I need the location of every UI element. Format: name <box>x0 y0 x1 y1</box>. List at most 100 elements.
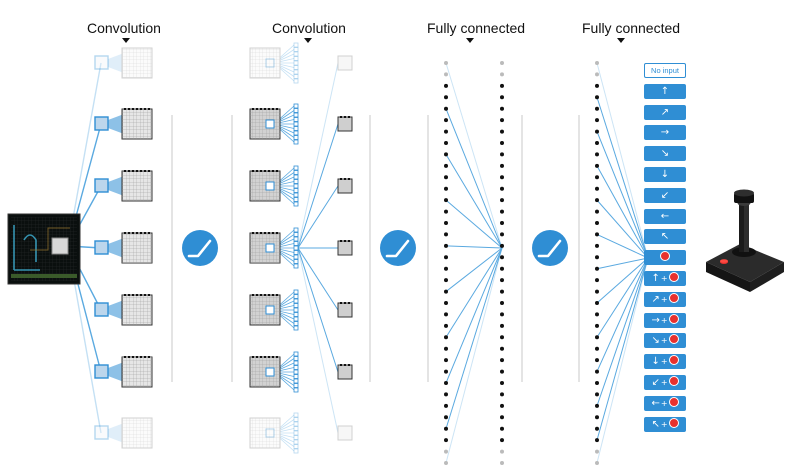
header-convolution-1-arrow-icon <box>122 38 130 43</box>
neuron <box>500 106 504 111</box>
neuron <box>444 312 448 317</box>
receptive-square <box>265 181 275 191</box>
arrow-down-right-icon: ↘ <box>651 335 660 347</box>
neuron <box>595 106 599 111</box>
filter-node <box>293 387 299 393</box>
neuron <box>595 323 599 328</box>
filter-node <box>293 321 299 326</box>
neuron <box>444 106 448 111</box>
neuron <box>500 232 504 237</box>
header-convolution-2: Convolution <box>272 20 346 36</box>
neuron <box>444 301 448 305</box>
plus-icon: + <box>660 315 668 325</box>
connection-line <box>596 165 649 259</box>
neuron <box>444 335 448 340</box>
neuron <box>444 358 448 363</box>
neuron <box>500 289 504 294</box>
neuron <box>500 209 504 214</box>
neuron <box>444 163 448 168</box>
feature-map-grid <box>250 295 280 325</box>
filter-node <box>293 135 299 140</box>
neuron <box>595 186 599 191</box>
neuron <box>500 461 504 465</box>
filter-node <box>293 303 299 308</box>
neuron <box>500 266 504 271</box>
neuron <box>444 129 448 134</box>
header-fully-connected-2-arrow-icon <box>617 38 625 43</box>
filter-node <box>293 241 299 246</box>
filter-node <box>293 108 299 113</box>
neuron <box>444 255 448 260</box>
filter-node <box>293 126 299 131</box>
filter-kernel <box>94 364 109 379</box>
receptive-square <box>265 305 275 315</box>
receptive-beam <box>108 238 124 258</box>
arrow-up-icon: ↑ <box>651 273 660 284</box>
filter-node <box>293 56 299 61</box>
connection-line <box>445 245 503 249</box>
connection-line <box>445 247 503 384</box>
arrow-down-right-icon: ↘ <box>660 148 670 160</box>
connection-line <box>445 108 503 249</box>
arrow-left-icon: ← <box>660 210 670 222</box>
feature-map-grid <box>250 48 280 78</box>
feature-map-grid <box>250 109 280 139</box>
neuron <box>500 163 504 168</box>
filter-node <box>293 188 299 193</box>
neuron <box>444 392 448 397</box>
neuron <box>500 323 504 328</box>
filter-node <box>293 356 299 361</box>
feature-map-border <box>122 294 152 296</box>
neurons <box>444 61 599 465</box>
filter-node <box>293 232 299 237</box>
neuron <box>595 403 599 408</box>
neuron <box>595 358 599 363</box>
arrow-up-icon: ↑ <box>660 85 670 97</box>
connection-line <box>297 62 339 249</box>
filter-node <box>293 236 299 242</box>
filter-node <box>293 121 299 127</box>
filter-node <box>293 103 299 109</box>
connection-line <box>596 257 649 338</box>
neuron <box>595 438 599 443</box>
arrow-left-icon: ← <box>651 397 660 409</box>
connection-line <box>445 247 503 429</box>
feature-map-grid <box>122 418 152 448</box>
neuron <box>500 438 504 443</box>
arrow-down-left-icon: ↙ <box>660 189 670 201</box>
action-arrow-left-plus-fire: ←+ <box>644 395 686 411</box>
neuron <box>444 438 448 443</box>
connection-line <box>596 257 649 372</box>
receptive-beam <box>108 362 124 382</box>
filter-node <box>293 298 299 304</box>
neuron <box>500 381 504 385</box>
output-map <box>337 425 353 441</box>
feature-maps <box>94 42 353 454</box>
neuron <box>500 95 504 100</box>
neuron <box>500 186 504 191</box>
connection-line <box>445 199 503 249</box>
neuron <box>595 346 599 351</box>
filter-node <box>293 312 299 317</box>
filter-node <box>293 294 299 299</box>
feature-map-grid <box>122 295 152 325</box>
filter-node <box>293 316 299 322</box>
feature-map-grid <box>250 233 280 263</box>
neuron <box>500 83 504 88</box>
neuron <box>500 449 504 454</box>
arrow-up-left-icon: ↖ <box>651 418 660 430</box>
connection-line <box>596 97 649 259</box>
neuron <box>595 198 599 203</box>
neuron <box>500 358 504 363</box>
neuron <box>500 426 504 431</box>
connection-line <box>596 257 649 407</box>
neuron <box>500 301 504 305</box>
neuron <box>595 118 599 123</box>
filter-node <box>293 245 299 251</box>
output-map-border <box>338 240 352 242</box>
fire-icon <box>668 292 679 303</box>
arrow-up-right-icon: ↗ <box>660 106 670 118</box>
plus-icon: + <box>660 336 668 346</box>
neuron <box>444 118 448 123</box>
neuron <box>500 392 504 397</box>
